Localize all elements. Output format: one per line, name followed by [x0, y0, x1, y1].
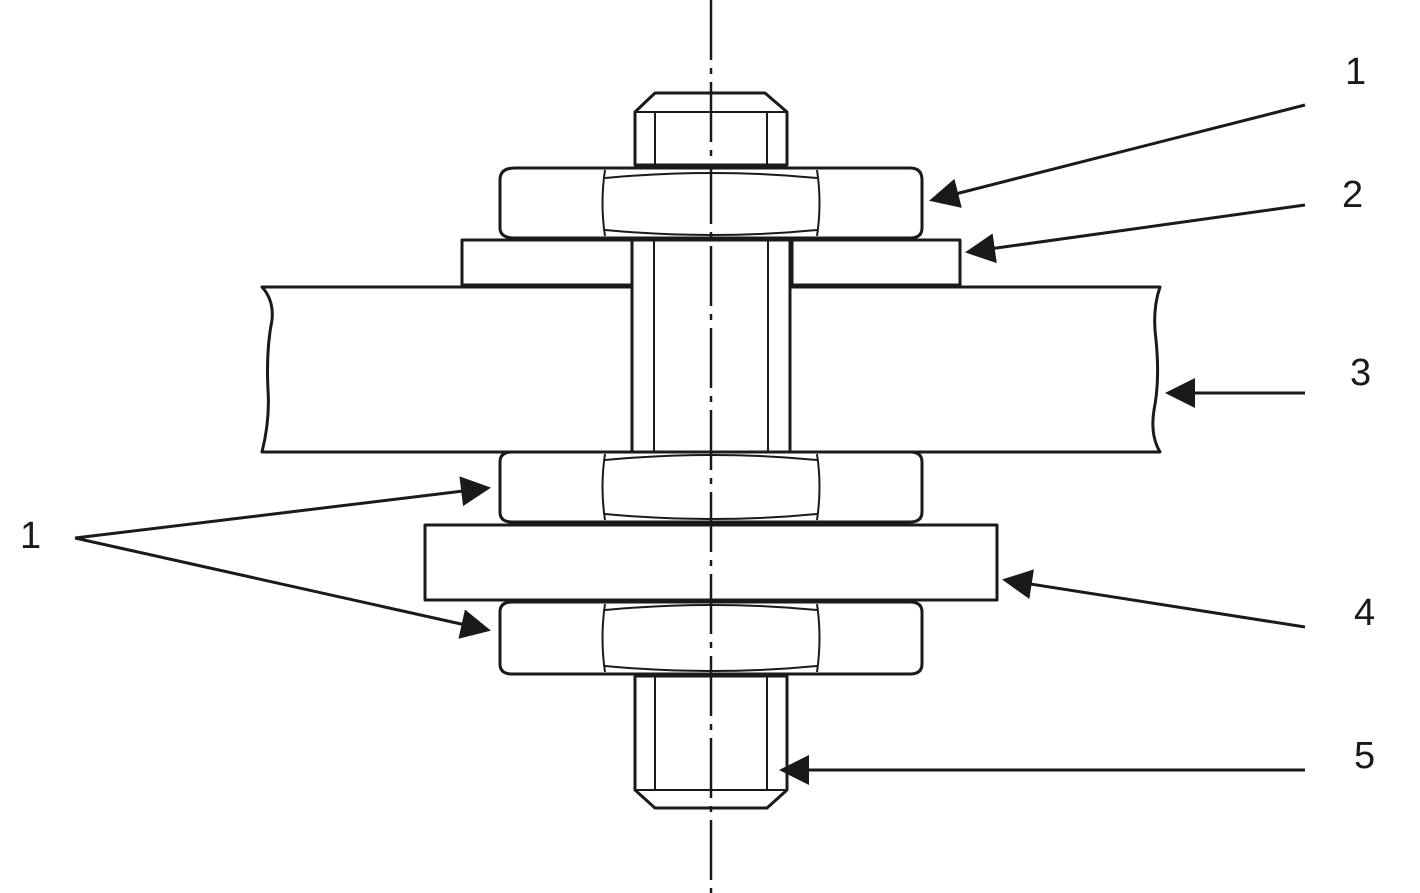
callout-plate: 3: [1350, 352, 1371, 394]
leader-nut-top: [929, 103, 1306, 208]
plate: [260, 285, 1162, 454]
callout-stud: 5: [1354, 735, 1375, 777]
washer-top: [460, 238, 962, 287]
leader-nut-bottom-lower: [74, 536, 491, 639]
callout-washer-top: 2: [1342, 174, 1363, 216]
leader-nut-bottom-upper: [74, 476, 491, 540]
leader-washer-top: [965, 203, 1306, 264]
leader-washer-bottom: [1002, 569, 1306, 629]
leader-arrows: [74, 103, 1306, 785]
callout-washer-bottom: 4: [1354, 592, 1375, 634]
callout-nuts-bottom: 1: [20, 515, 41, 557]
hex-nut-bottom-lower: [498, 600, 924, 676]
callout-nut-top: 1: [1345, 51, 1366, 93]
